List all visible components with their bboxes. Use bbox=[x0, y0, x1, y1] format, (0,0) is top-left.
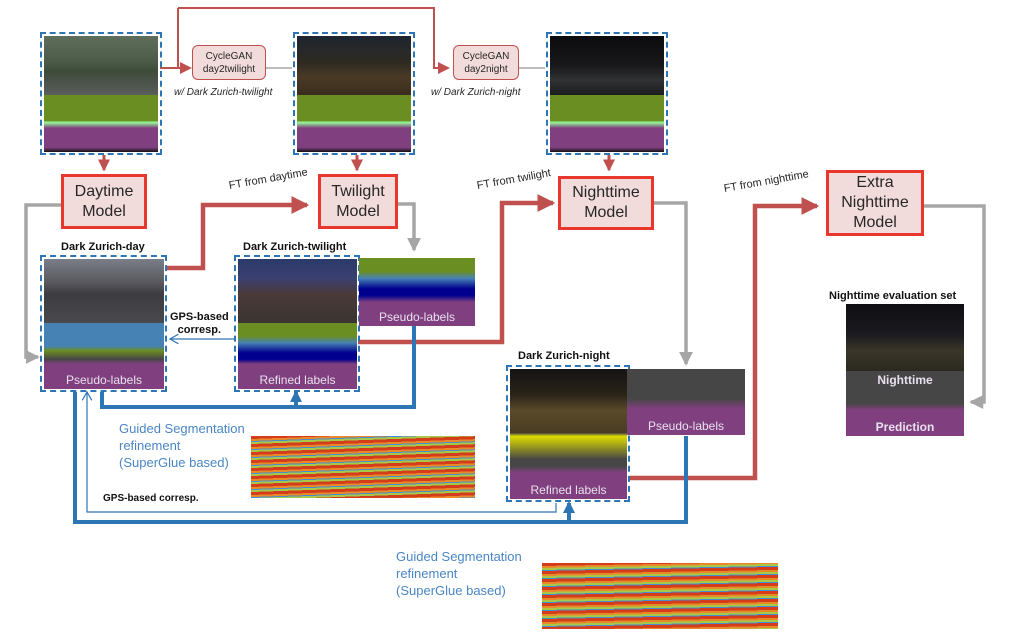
wire-twilight-to-pseudo bbox=[398, 202, 421, 252]
superglue-matches-image-2 bbox=[542, 563, 778, 629]
source-day-image-frame bbox=[40, 32, 162, 155]
pseudo-labels-caption: Pseudo-labels bbox=[65, 373, 143, 387]
nighttime-prediction-labels: Nighttime Prediction bbox=[846, 371, 964, 436]
nighttime-caption: Nighttime bbox=[877, 373, 933, 387]
superglue-matches-image-1 bbox=[251, 436, 475, 498]
twilight-synthetic-photo bbox=[297, 36, 411, 95]
day2night-caption: w/ Dark Zurich-night bbox=[431, 87, 521, 98]
dark-zurich-day-pseudo-labels: Pseudo-labels bbox=[44, 323, 164, 389]
dark-zurich-twilight-photo bbox=[238, 259, 357, 323]
twilight-synthetic-labels bbox=[297, 95, 411, 152]
daytime-model-box: Daytime Model bbox=[61, 174, 147, 229]
twilight-model-box: Twilight Model bbox=[318, 174, 398, 229]
dark-zurich-twilight-pseudo-labels: Pseudo-labels bbox=[359, 258, 475, 326]
wire-refine-night bbox=[73, 392, 688, 524]
wire-ft-from-daytime bbox=[166, 196, 310, 271]
dataset-title-day: Dark Zurich-day bbox=[61, 241, 145, 253]
wire-ft-from-nighttime bbox=[630, 197, 820, 481]
dataset-title-night: Dark Zurich-night bbox=[518, 350, 610, 362]
nighttime-eval-photo bbox=[846, 304, 964, 371]
dark-zurich-night-refined-labels: Refined labels bbox=[510, 433, 627, 499]
dark-zurich-day-photo bbox=[44, 259, 164, 323]
nighttime-model-box: Nighttime Model bbox=[558, 176, 654, 230]
dark-zurich-night-frame: Refined labels bbox=[506, 365, 630, 502]
wire-extra-to-eval bbox=[908, 204, 986, 409]
cityscapes-day-photo bbox=[44, 36, 158, 95]
refined-labels-caption: Refined labels bbox=[530, 483, 607, 497]
gps-corresp-label-bottom: GPS-based corresp. bbox=[103, 493, 199, 504]
twilight-synthetic-image-frame bbox=[293, 32, 415, 155]
gps-corresp-label-top: GPS-based corresp. bbox=[170, 311, 229, 336]
dark-zurich-twilight-frame: Refined labels bbox=[234, 255, 360, 392]
dark-zurich-day-frame: Pseudo-labels bbox=[40, 255, 167, 392]
wire-ft-from-twilight bbox=[358, 194, 556, 345]
wire-refine-twilight bbox=[100, 326, 416, 409]
cyclegan-day2night-box: CycleGAN day2night bbox=[453, 45, 519, 80]
wire-gps-night-to-day bbox=[87, 392, 557, 513]
pseudo-labels-caption: Pseudo-labels bbox=[378, 310, 456, 324]
dark-zurich-night-photo bbox=[510, 369, 627, 433]
day2twilight-caption: w/ Dark Zurich-twilight bbox=[174, 87, 273, 98]
dataset-title-twilight: Dark Zurich-twilight bbox=[243, 241, 347, 253]
extra-nighttime-model-box: Extra Nighttime Model bbox=[826, 170, 924, 236]
pseudo-labels-caption: Pseudo-labels bbox=[647, 419, 725, 433]
wire-day-to-day2night bbox=[178, 7, 450, 74]
guided-refinement-text-1: Guided Segmentation refinement (SuperGlu… bbox=[119, 421, 245, 470]
night-synthetic-image-frame bbox=[546, 32, 668, 155]
wire-daytime-to-day-labels bbox=[24, 203, 63, 364]
dark-zurich-night-pseudo-labels: Pseudo-labels bbox=[627, 369, 745, 435]
dark-zurich-twilight-refined-labels: Refined labels bbox=[238, 323, 357, 389]
dataset-title-eval: Nighttime evaluation set bbox=[829, 290, 957, 302]
prediction-caption: Prediction bbox=[875, 420, 935, 434]
wire-nighttime-to-pseudo bbox=[652, 201, 693, 366]
night-synthetic-photo bbox=[550, 36, 664, 95]
night-synthetic-labels bbox=[550, 95, 664, 152]
guided-refinement-text-2: Guided Segmentation refinement (SuperGlu… bbox=[396, 549, 522, 598]
refined-labels-caption: Refined labels bbox=[259, 373, 336, 387]
cyclegan-day2twilight-box: CycleGAN day2twilight bbox=[192, 45, 266, 80]
cityscapes-day-labels bbox=[44, 95, 158, 152]
